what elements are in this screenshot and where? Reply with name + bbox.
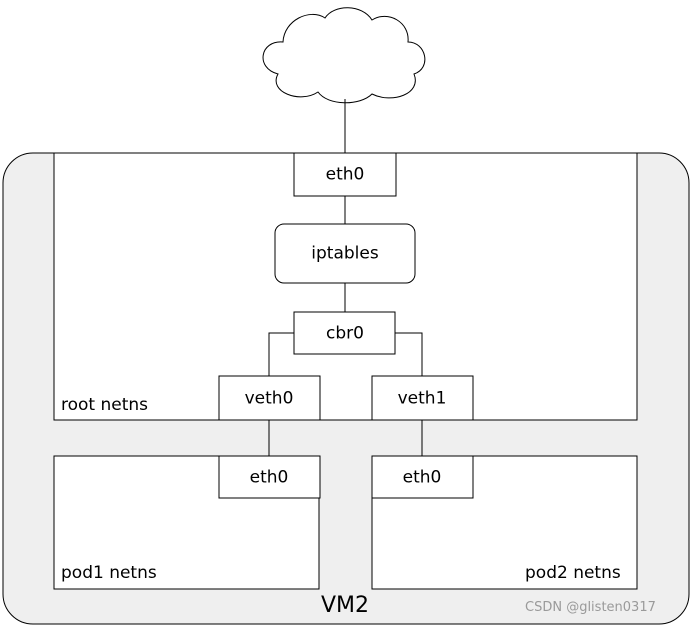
pod1-netns-label: pod1 netns (61, 563, 157, 583)
vm-label: VM2 (320, 593, 370, 618)
cloud-icon (262, 7, 426, 104)
veth0-box (218, 375, 321, 421)
root-netns-label: root netns (61, 395, 149, 415)
veth1-box (371, 375, 474, 421)
veth0-label: veth0 (244, 388, 294, 409)
pod1-eth0-box (218, 455, 321, 499)
connectors (268, 99, 423, 456)
pod2-eth0-label: eth0 (402, 467, 442, 488)
pod2-eth0-box (371, 455, 474, 499)
iptables-label: iptables (311, 243, 379, 264)
root-eth0-label: eth0 (325, 164, 365, 185)
watermark-text: CSDN @glisten0317 (525, 600, 656, 615)
cbr0-label: cbr0 (326, 323, 364, 344)
pod2-netns-label: pod2 netns (525, 563, 621, 583)
iptables-box (274, 223, 416, 284)
cbr0-box (293, 311, 396, 355)
root-eth0-box (293, 152, 397, 197)
veth1-label: veth1 (397, 388, 447, 409)
pod1-eth0-label: eth0 (249, 467, 289, 488)
